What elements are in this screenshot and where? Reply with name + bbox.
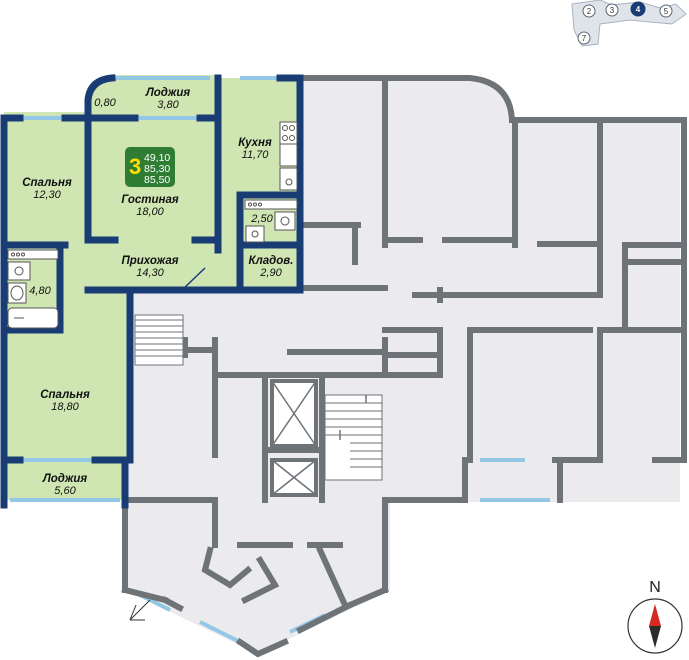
loggia-bottom-name: Лоджия [42,473,88,485]
section-4-marker-active[interactable]: 4 [630,1,646,17]
section-2-marker[interactable]: 2 [582,4,596,18]
rooms-count: 3 [129,154,141,179]
wc-area: 4,80 [29,285,51,297]
svg-text:4: 4 [636,5,641,14]
compass-north-label: N [649,579,661,596]
loggia-top-area: 3,80 [157,99,179,111]
building-walls [121,75,687,658]
area-with-loggia: 85,50 [144,174,170,186]
bedroom-1-area: 12,30 [33,189,61,201]
svg-text:5: 5 [664,7,669,16]
elevator-shaft-2 [270,458,318,497]
apartment-badge: 3 49,10 85,30 85,50 [125,147,175,187]
section-7-marker[interactable]: 7 [577,31,591,45]
bathroom-fixtures [244,199,298,243]
section-map: 2 3 4 5 7 [571,0,687,47]
loggia-small-area: 0,80 [94,97,116,109]
bedroom-2-name: Спальня [40,389,90,401]
kitchen-stove [279,121,298,191]
section-3-marker[interactable]: 3 [605,3,619,17]
apartment-walls [0,74,304,509]
elevator-shaft-1 [270,379,318,448]
hallway-name: Прихожая [121,255,178,267]
wc-fixtures [7,249,59,329]
entrance-arrow-icon [129,599,151,621]
area-living: 49,10 [144,152,170,164]
bedroom-1-name: Спальня [22,177,72,189]
section-5-marker[interactable]: 5 [659,4,673,18]
living-room-name: Гостиная [121,194,178,206]
svg-text:2: 2 [587,7,592,16]
entrance-door [181,267,206,291]
svg-text:3: 3 [610,6,615,15]
room-labels: 0,80 Лоджия 3,80 Кухня 11,70 Спальня 12,… [22,87,293,497]
bathroom-area: 2,50 [250,213,273,225]
kitchen-name: Кухня [238,137,272,149]
bedroom-2-area: 18,80 [51,401,79,413]
svg-text:7: 7 [582,34,587,43]
living-room-area: 18,00 [136,206,164,218]
loggia-bottom-area: 5,60 [54,485,76,497]
area-total: 85,30 [144,163,170,175]
storage-area: 2,90 [259,267,282,279]
kitchen-area: 11,70 [242,149,270,161]
storage-name: Кладов. [249,255,294,267]
staircase-core [324,394,383,481]
staircase-left [134,314,184,366]
loggia-top-name: Лоджия [145,87,191,99]
hallway-area: 14,30 [136,267,164,279]
compass-icon: N [627,579,683,654]
